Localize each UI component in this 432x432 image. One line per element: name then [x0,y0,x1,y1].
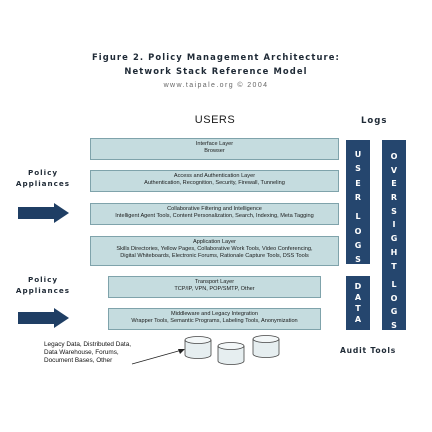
users-label: USERS [194,114,236,126]
legacy-line: Document Bases, Other [44,357,113,364]
bar-letter: L [391,279,397,289]
pointer-arrow-icon [131,349,185,365]
data-bar: D A T A [346,276,370,330]
bar-letter: T [355,304,361,313]
access-authentication-layer: Access and Authentication Layer Authenti… [90,170,339,192]
bar-letter: A [354,315,362,324]
layer-details: Digital Whiteboards, Electronic Forums, … [120,253,309,259]
bar-letter: R [354,192,362,202]
bar-letter: L [355,212,361,222]
layer-title: Middleware and Legacy Integration [170,311,259,317]
bar-letter: E [355,178,361,188]
bar-letter: H [390,247,398,257]
layer-title: Interface Layer [195,141,234,147]
policy-appliances-label-bottom: Policy Appliances [8,274,78,296]
layer-details: Browser [204,148,225,154]
bar-letter: G [354,240,362,250]
credit-line: www.taipale.org © 2004 [163,82,269,89]
logs-label: Logs [361,116,388,126]
bar-letter: S [355,255,361,264]
bar-letter: U [354,150,362,159]
layer-details: Wrapper Tools, Semantic Programs, Labeli… [131,318,298,324]
interface-layer: Interface Layer Browser [90,138,339,160]
bar-letter: S [391,206,397,216]
bar-letter: D [354,282,362,291]
audit-tools-label: Audit Tools [340,346,397,355]
layer-title: Collaborative Filtering and Intelligence [167,206,262,212]
figure-title-line-1: Figure 2. Policy Management Architecture… [91,52,341,62]
bar-letter: O [390,293,398,303]
bar-letter: S [391,320,397,330]
user-logs-bar: U S E R L O G S [346,140,370,264]
bar-letter: R [390,193,398,203]
appliances-word: Appliances [15,286,71,295]
layer-details: Authentication, Recognition, Security, F… [144,180,285,186]
collaborative-filtering-layer: Collaborative Filtering and Intelligence… [90,203,339,225]
transport-layer: Transport Layer TCP/IP, VPN, POP/SMTP, O… [108,276,321,298]
bar-letter: S [355,164,361,174]
figure-title-line-2: Network Stack Reference Model [124,66,308,76]
legacy-data-label: Legacy Data, Distributed Data, Data Ware… [44,341,131,365]
bar-letter: A [354,293,362,302]
layer-details: TCP/IP, VPN, POP/SMTP, Other [174,286,255,292]
appliances-word: Appliances [15,179,71,188]
legacy-line: Legacy Data, Distributed Data, [44,341,132,348]
layer-title: Application Layer [193,239,236,245]
bar-letter: G [390,307,398,317]
middleware-legacy-layer: Middleware and Legacy Integration Wrappe… [108,308,321,330]
application-layer: Application Layer Skills Directories, Ye… [90,236,339,266]
layer-details: Intelligent Agent Tools, Content Persona… [115,213,314,219]
policy-word: Policy [27,275,59,284]
layer-details: Skills Directories, Yellow Pages, Collab… [116,246,313,252]
database-icon [217,342,245,365]
bar-letter: O [390,152,398,161]
layer-title: Access and Authentication Layer [173,173,256,179]
bar-letter: E [391,179,397,189]
database-icon [184,336,212,359]
database-icon [252,335,280,358]
bar-letter: O [354,226,362,236]
policy-appliances-label-top: Policy Appliances [8,167,78,189]
bar-letter: T [391,261,397,271]
bar-letter: I [392,220,396,230]
right-arrow-icon [18,308,69,328]
layer-title: Transport Layer [194,279,235,285]
legacy-line: Data Warehouse, Forums, [44,349,119,356]
bar-letter: V [390,165,398,175]
oversight-logs-bar: O V E R S I G H T L O G S [382,140,406,330]
policy-word: Policy [27,168,59,177]
bar-letter: G [390,234,398,244]
right-arrow-icon [18,203,69,223]
